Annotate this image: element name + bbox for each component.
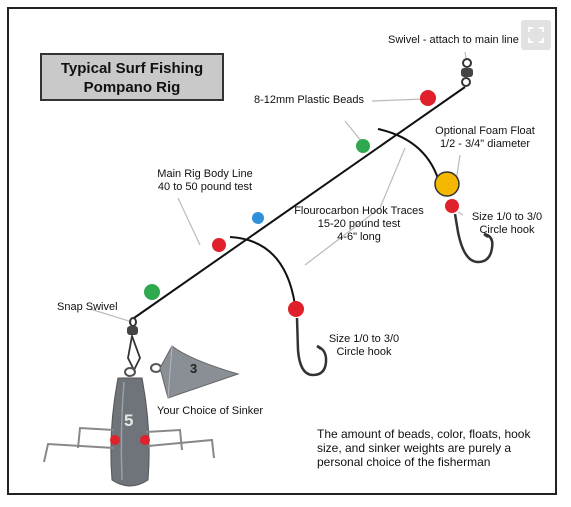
lower-circle-hook [295, 317, 328, 377]
upper-hook-label-line-1: Size 1/0 to 3/0 [471, 211, 543, 223]
bead-red-top [420, 90, 436, 106]
upper-hook-label-line-2: Circle hook [479, 224, 535, 236]
bead-red-mid [212, 238, 226, 252]
lower-hook-label: Size 1/0 to 3/0 Circle hook [320, 333, 408, 359]
traces-label-line-1: Flourocarbon Hook Traces [294, 205, 424, 217]
beads-label: 8-12mm Plastic Beads [254, 94, 365, 106]
large-sinker-number: 5 [124, 411, 134, 430]
upper-circle-hook [453, 213, 494, 264]
bead-red-float [445, 199, 459, 213]
body-line-label-line-2: 40 to 50 pound test [157, 181, 253, 193]
main-body-line [133, 86, 466, 319]
lower-hook-label-line-2: Circle hook [336, 346, 392, 358]
title-line-1: Typical Surf Fishing [60, 60, 204, 77]
snap-swivel-label: Snap Swivel [57, 301, 118, 313]
upper-hook-label: Size 1/0 to 3/0 Circle hook [463, 211, 551, 237]
body-line-label-line-1: Main Rig Body Line [157, 168, 253, 180]
traces-label-line-3: 4-6" long [337, 231, 381, 243]
small-sinker-number: 3 [190, 361, 198, 376]
swivel-label: Swivel - attach to main line [388, 34, 519, 46]
float-label-line-1: Optional Foam Float [435, 125, 535, 137]
spider-sinker [43, 367, 215, 487]
body-line-label: Main Rig Body Line 40 to 50 pound test [146, 168, 264, 194]
lower-hook-label-line-1: Size 1/0 to 3/0 [328, 333, 400, 345]
sinker-label: Your Choice of Sinker [157, 405, 263, 417]
bead-red-lower-hook [288, 301, 304, 317]
float-label-line-2: 1/2 - 3/4" diameter [439, 138, 531, 150]
snap-swivel [127, 317, 141, 373]
lower-hook-trace [229, 236, 296, 306]
foam-float [434, 171, 460, 197]
bead-green-lower [144, 284, 160, 300]
expand-button[interactable] [521, 20, 551, 50]
traces-label: Flourocarbon Hook Traces 15-20 pound tes… [294, 205, 424, 244]
bead-blue [252, 212, 264, 224]
float-label: Optional Foam Float 1/2 - 3/4" diameter [429, 125, 541, 151]
bead-green-upper [356, 139, 370, 153]
note-text: The amount of beads, color, floats, hook… [317, 427, 531, 469]
title-line-2: Pompano Rig [83, 79, 181, 96]
diagram-title: Typical Surf Fishing Pompano Rig [40, 53, 224, 101]
diagram-frame [7, 7, 557, 495]
expand-icon [528, 27, 544, 43]
traces-label-line-2: 15-20 pound test [317, 218, 401, 230]
pyramid-sinker [150, 345, 240, 399]
top-swivel [461, 58, 473, 87]
